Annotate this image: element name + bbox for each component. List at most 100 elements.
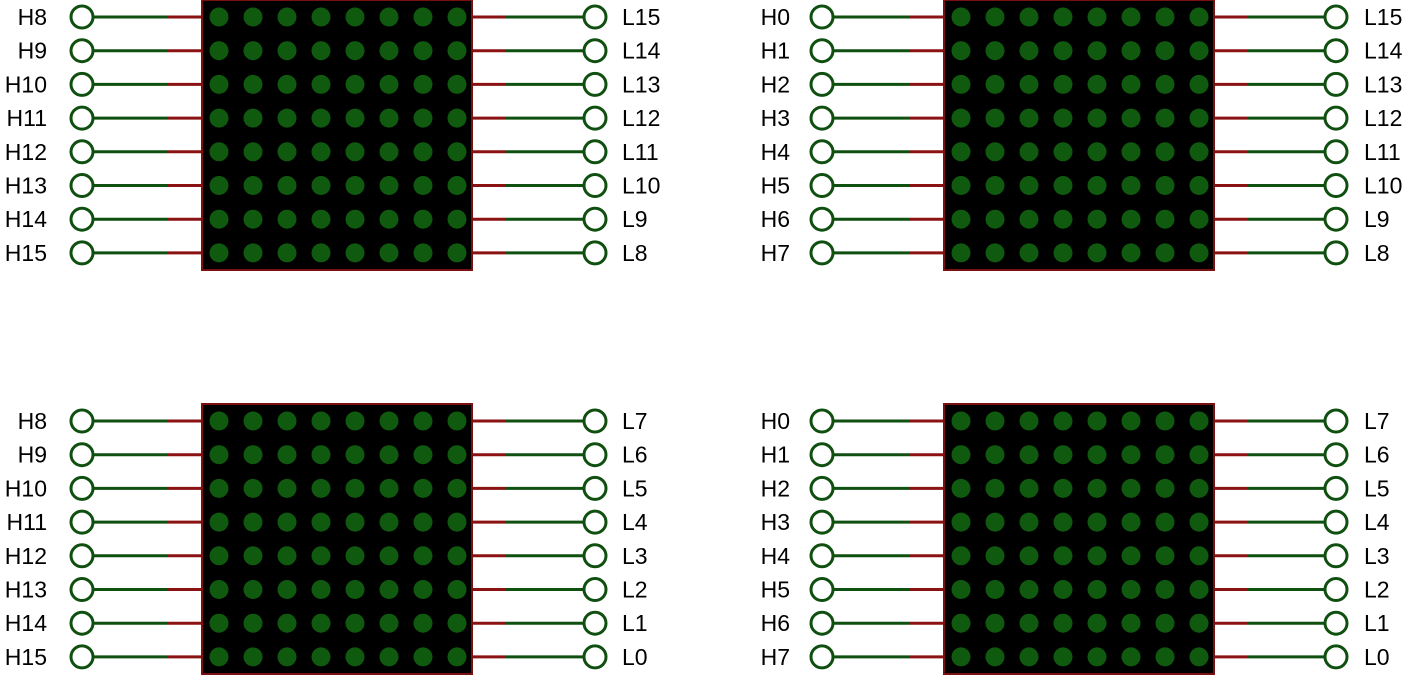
led-dot <box>311 176 331 195</box>
pin-terminal-right[interactable] <box>582 442 608 468</box>
led-dot <box>243 512 263 532</box>
led-dot <box>345 411 365 431</box>
pin-terminal-right[interactable] <box>1323 408 1349 434</box>
pin-terminal-left[interactable] <box>69 543 95 569</box>
pin-terminal-left[interactable] <box>69 408 95 434</box>
led-dot <box>1053 243 1073 263</box>
pin-terminal-left[interactable] <box>69 644 95 670</box>
pin-terminal-left[interactable] <box>69 610 95 636</box>
pin-terminal-left[interactable] <box>809 206 835 232</box>
pin-terminal-right[interactable] <box>1323 173 1349 198</box>
pin-terminal-left[interactable] <box>69 4 95 30</box>
pin-terminal-right[interactable] <box>582 173 608 198</box>
led-dot <box>379 478 399 498</box>
led-dot <box>1019 108 1039 128</box>
pin-terminal-right[interactable] <box>582 543 608 569</box>
pin-terminal-right[interactable] <box>582 139 608 165</box>
led-dot <box>1019 41 1039 61</box>
pin-terminal-right[interactable] <box>582 509 608 535</box>
pin-terminal-right[interactable] <box>1323 475 1349 501</box>
led-dot <box>345 176 365 195</box>
pin-terminal-left[interactable] <box>69 38 95 64</box>
pin-terminal-left[interactable] <box>809 509 835 535</box>
pin-terminal-right[interactable] <box>1323 139 1349 165</box>
pin-terminal-left[interactable] <box>809 543 835 569</box>
pin-terminal-right[interactable] <box>582 4 608 30</box>
led-dot <box>1155 243 1175 263</box>
pin-label-right: L9 <box>1364 206 1390 232</box>
pin-terminal-left[interactable] <box>809 475 835 501</box>
pin-terminal-right[interactable] <box>1323 38 1349 64</box>
pin-label-left: H1 <box>761 38 790 64</box>
pin-terminal-left[interactable] <box>809 610 835 636</box>
pin-terminal-left[interactable] <box>809 442 835 468</box>
pin-terminal-right[interactable] <box>582 577 608 602</box>
pin-terminal-left[interactable] <box>69 173 95 198</box>
pin-terminal-right[interactable] <box>582 38 608 64</box>
led-dot <box>1189 142 1209 162</box>
pin-terminal-right[interactable] <box>1323 509 1349 535</box>
led-dot <box>985 411 1005 431</box>
pin-terminal-left[interactable] <box>809 71 835 97</box>
pin-terminal-left[interactable] <box>809 38 835 64</box>
pin-terminal-right[interactable] <box>1323 71 1349 97</box>
pin-label-left: H12 <box>5 543 47 569</box>
pin-terminal-left[interactable] <box>809 139 835 165</box>
led-dot <box>277 411 297 431</box>
pin-terminal-left[interactable] <box>809 105 835 131</box>
pin-terminal-right[interactable] <box>582 105 608 131</box>
led-dot <box>1121 243 1141 263</box>
pin-terminal-left[interactable] <box>69 577 95 602</box>
pin-terminal-left[interactable] <box>69 105 95 131</box>
led-dot <box>277 142 297 162</box>
pin-terminal-right[interactable] <box>1323 206 1349 232</box>
pin-label-right: L1 <box>622 610 648 636</box>
pin-terminal-left[interactable] <box>809 4 835 30</box>
pin-terminal-left[interactable] <box>69 475 95 501</box>
pin-terminal-left[interactable] <box>809 644 835 670</box>
led-dot <box>345 445 365 465</box>
pin-terminal-right[interactable] <box>1323 543 1349 569</box>
pin-terminal-right[interactable] <box>582 475 608 501</box>
led-dot <box>1087 411 1107 431</box>
pin-terminal-right[interactable] <box>1323 105 1349 131</box>
pin-label-left: H10 <box>5 475 47 501</box>
pin-terminal-right[interactable] <box>582 408 608 434</box>
pin-terminal-right[interactable] <box>582 206 608 232</box>
pin-terminal-left[interactable] <box>809 408 835 434</box>
led-dot <box>1087 445 1107 465</box>
led-dot <box>1121 411 1141 431</box>
pin-label-left: H12 <box>5 139 47 165</box>
led-dot <box>1189 41 1209 61</box>
led-dot <box>345 647 365 667</box>
pin-terminal-right[interactable] <box>1323 442 1349 468</box>
led-dot <box>413 445 433 465</box>
led-dot <box>1121 546 1141 566</box>
pin-terminal-left[interactable] <box>69 139 95 165</box>
pin-terminal-left[interactable] <box>69 509 95 535</box>
led-dot <box>951 647 971 667</box>
pin-label-right: L12 <box>1364 105 1402 131</box>
led-dot <box>209 478 229 498</box>
pin-terminal-right[interactable] <box>582 240 608 266</box>
pin-terminal-right[interactable] <box>582 71 608 97</box>
led-dot <box>311 647 331 667</box>
pin-terminal-left[interactable] <box>809 240 835 266</box>
pin-terminal-left[interactable] <box>69 442 95 468</box>
pin-terminal-right[interactable] <box>1323 644 1349 670</box>
pin-terminal-right[interactable] <box>582 610 608 636</box>
pin-terminal-right[interactable] <box>1323 577 1349 602</box>
pin-terminal-left[interactable] <box>809 173 835 198</box>
pin-terminal-left[interactable] <box>809 577 835 602</box>
pin-terminal-right[interactable] <box>1323 4 1349 30</box>
led-dot <box>985 7 1005 27</box>
pin-terminal-left[interactable] <box>69 240 95 266</box>
led-dot <box>447 243 467 263</box>
pin-terminal-right[interactable] <box>582 644 608 670</box>
pin-label-left: H14 <box>5 610 47 636</box>
pin-terminal-left[interactable] <box>69 71 95 97</box>
led-dot <box>1053 209 1073 229</box>
pin-terminal-right[interactable] <box>1323 610 1349 636</box>
pin-terminal-left[interactable] <box>69 206 95 232</box>
pin-terminal-right[interactable] <box>1323 240 1349 266</box>
